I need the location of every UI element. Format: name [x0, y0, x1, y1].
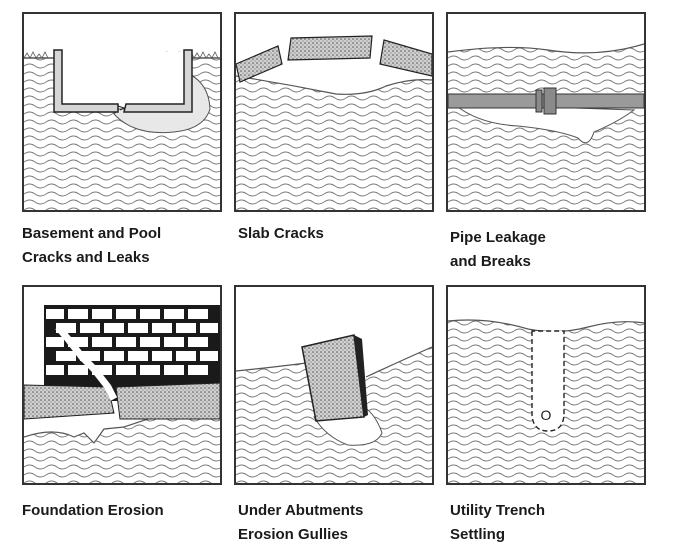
caption-basement-pool: Basement and Pool Cracks and Leaks	[22, 225, 162, 266]
caption-slab-cracks: Slab Cracks	[238, 225, 324, 242]
caption-under-abutments: Under Abutments Erosion Gullies	[238, 502, 364, 543]
panel-pipe-leakage	[446, 12, 646, 212]
panel-slab-cracks	[234, 12, 434, 212]
caption-utility-trench: Utility Trench Settling	[450, 502, 546, 543]
trench-marker-label: O	[541, 407, 552, 423]
foundation-erosion-illustration	[24, 305, 220, 483]
caption-foundation-erosion: Foundation Erosion	[22, 502, 164, 519]
panel-utility-trench: O	[446, 285, 646, 485]
under-abutments-illustration	[236, 334, 432, 483]
panel-foundation-erosion	[22, 285, 222, 485]
slab-cracks-illustration	[236, 35, 432, 210]
caption-pipe-leakage: Pipe Leakage and Breaks	[450, 229, 546, 270]
panel-basement-pool	[22, 12, 222, 212]
basement-pool-illustration	[24, 49, 220, 210]
panel-under-abutments	[234, 285, 434, 485]
utility-trench-illustration: O	[448, 319, 644, 483]
pipe-leakage-illustration	[448, 43, 644, 210]
